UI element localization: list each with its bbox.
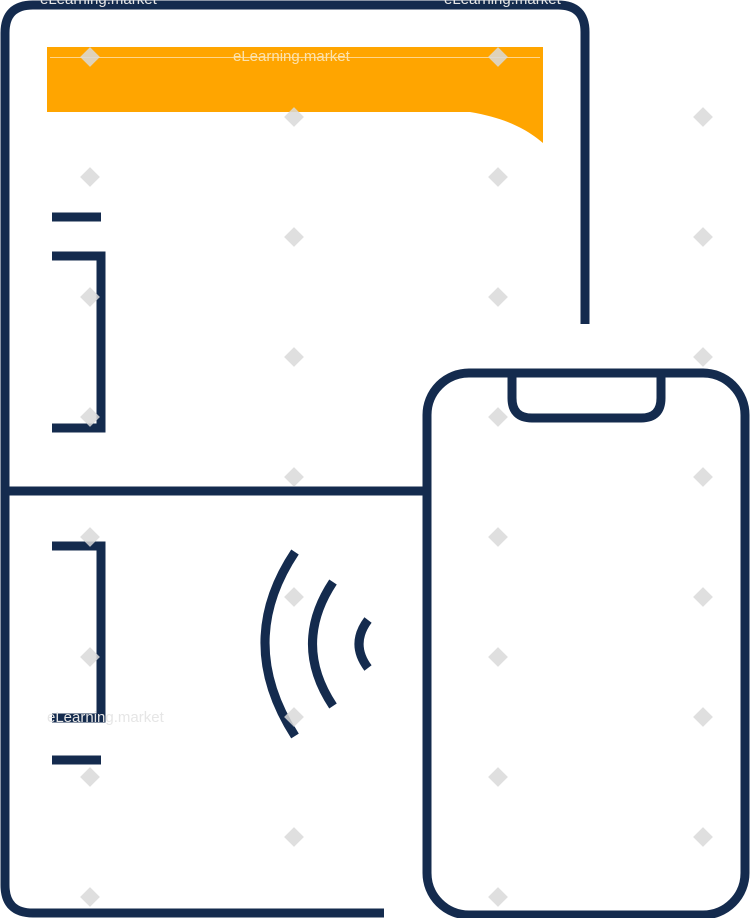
phone-notch [507, 377, 666, 423]
card-mark-upper-bracket [52, 251, 106, 433]
card-mark-lower-bracket [52, 541, 106, 723]
card-accent-band [47, 47, 543, 143]
contactless-wave-icon [260, 549, 372, 739]
credit-card-icon [0, 0, 590, 918]
wave-inner [354, 617, 372, 671]
card-outline [0, 0, 590, 918]
phone-body [422, 368, 750, 918]
wave-outer [260, 549, 299, 739]
smartphone-icon [422, 368, 750, 918]
wave-middle [308, 579, 337, 709]
